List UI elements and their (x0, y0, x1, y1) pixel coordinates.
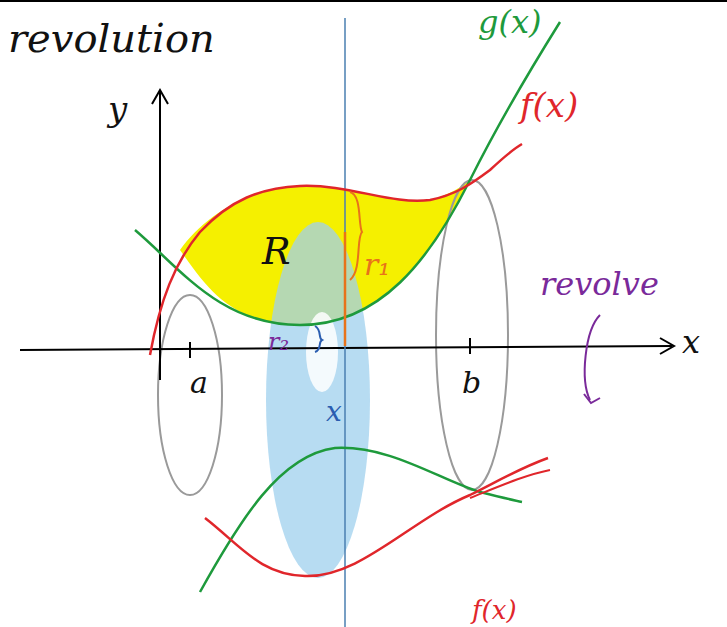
end-disc (436, 180, 508, 490)
brace (350, 192, 362, 280)
curve-f (150, 144, 522, 355)
curve-label: f(x) (520, 88, 578, 122)
radius-label: r₂ (268, 330, 289, 354)
axis-label: x (682, 326, 700, 358)
end-disc (158, 295, 222, 495)
slice-line (344, 18, 346, 627)
action-note: revolve (540, 268, 659, 300)
curve-label: f(x) (472, 597, 517, 623)
curve-f-mirror (470, 470, 550, 498)
curve-g (135, 22, 560, 325)
bound-label: b (462, 368, 481, 398)
tick (189, 342, 191, 358)
brace (315, 326, 322, 352)
curve-g-mirror (200, 448, 522, 592)
tick (469, 338, 471, 354)
arrow-head (660, 338, 674, 354)
y-axis (159, 92, 161, 380)
point-label: x (326, 398, 342, 426)
curve-f-mirror (205, 458, 548, 576)
arrow-head (584, 394, 600, 403)
radius-r1 (344, 232, 347, 346)
arrow-head (152, 90, 168, 104)
region-label: R (262, 232, 291, 270)
revolve-arrow (585, 315, 600, 400)
bound-label: a (190, 368, 208, 398)
title-note: revolution (8, 18, 215, 58)
axis-label: y (108, 92, 127, 126)
curve-label: g(x) (478, 6, 542, 38)
radius-label: r₁ (364, 250, 390, 280)
x-axis (20, 346, 672, 350)
top-border (0, 0, 727, 2)
